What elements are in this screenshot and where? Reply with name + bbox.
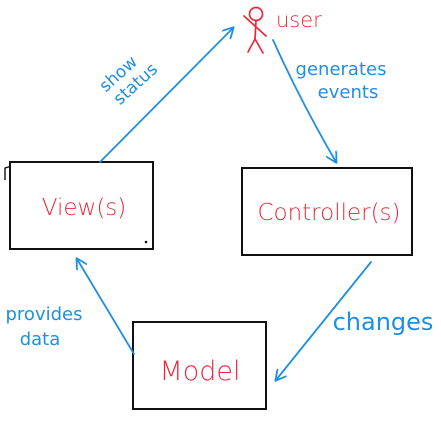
user-label: user — [276, 8, 322, 32]
stick-figure-head — [248, 6, 264, 22]
stick-figure-right-leg — [254, 38, 264, 54]
generates-events-arrow — [272, 39, 336, 162]
stick-figure-icon — [243, 6, 267, 54]
provides-data-label-line2: data — [20, 329, 61, 350]
edge-generates-events: generates events — [272, 39, 387, 162]
controller-label: Controller(s) — [257, 200, 400, 226]
stick-figure-left-leg — [247, 38, 256, 53]
generates-events-label-line1: generates — [296, 59, 387, 80]
model-box — [132, 321, 267, 410]
user-node: user — [243, 6, 322, 54]
stick-figure-left-arm — [243, 15, 256, 27]
generates-events-label-line2: events — [318, 82, 379, 103]
view-box — [9, 161, 154, 250]
view-box-dot — [144, 240, 148, 244]
edge-show-status: show status — [96, 28, 233, 163]
controller-box — [241, 167, 413, 256]
model-node: Model — [132, 321, 267, 410]
edge-changes: changes — [276, 261, 434, 380]
view-node: View(s) — [4, 161, 154, 250]
changes-arrow — [276, 261, 372, 380]
stick-figure-body — [254, 19, 257, 40]
view-label: View(s) — [42, 195, 127, 221]
model-label: Model — [159, 356, 240, 387]
changes-label: changes — [333, 308, 434, 336]
provides-data-arrow — [77, 259, 135, 355]
provides-data-label-line1: provides — [6, 304, 83, 325]
controller-node: Controller(s) — [241, 167, 413, 256]
edge-provides-data: provides data — [6, 259, 135, 355]
stick-figure-right-arm — [254, 25, 267, 37]
show-status-arrow — [99, 28, 233, 163]
